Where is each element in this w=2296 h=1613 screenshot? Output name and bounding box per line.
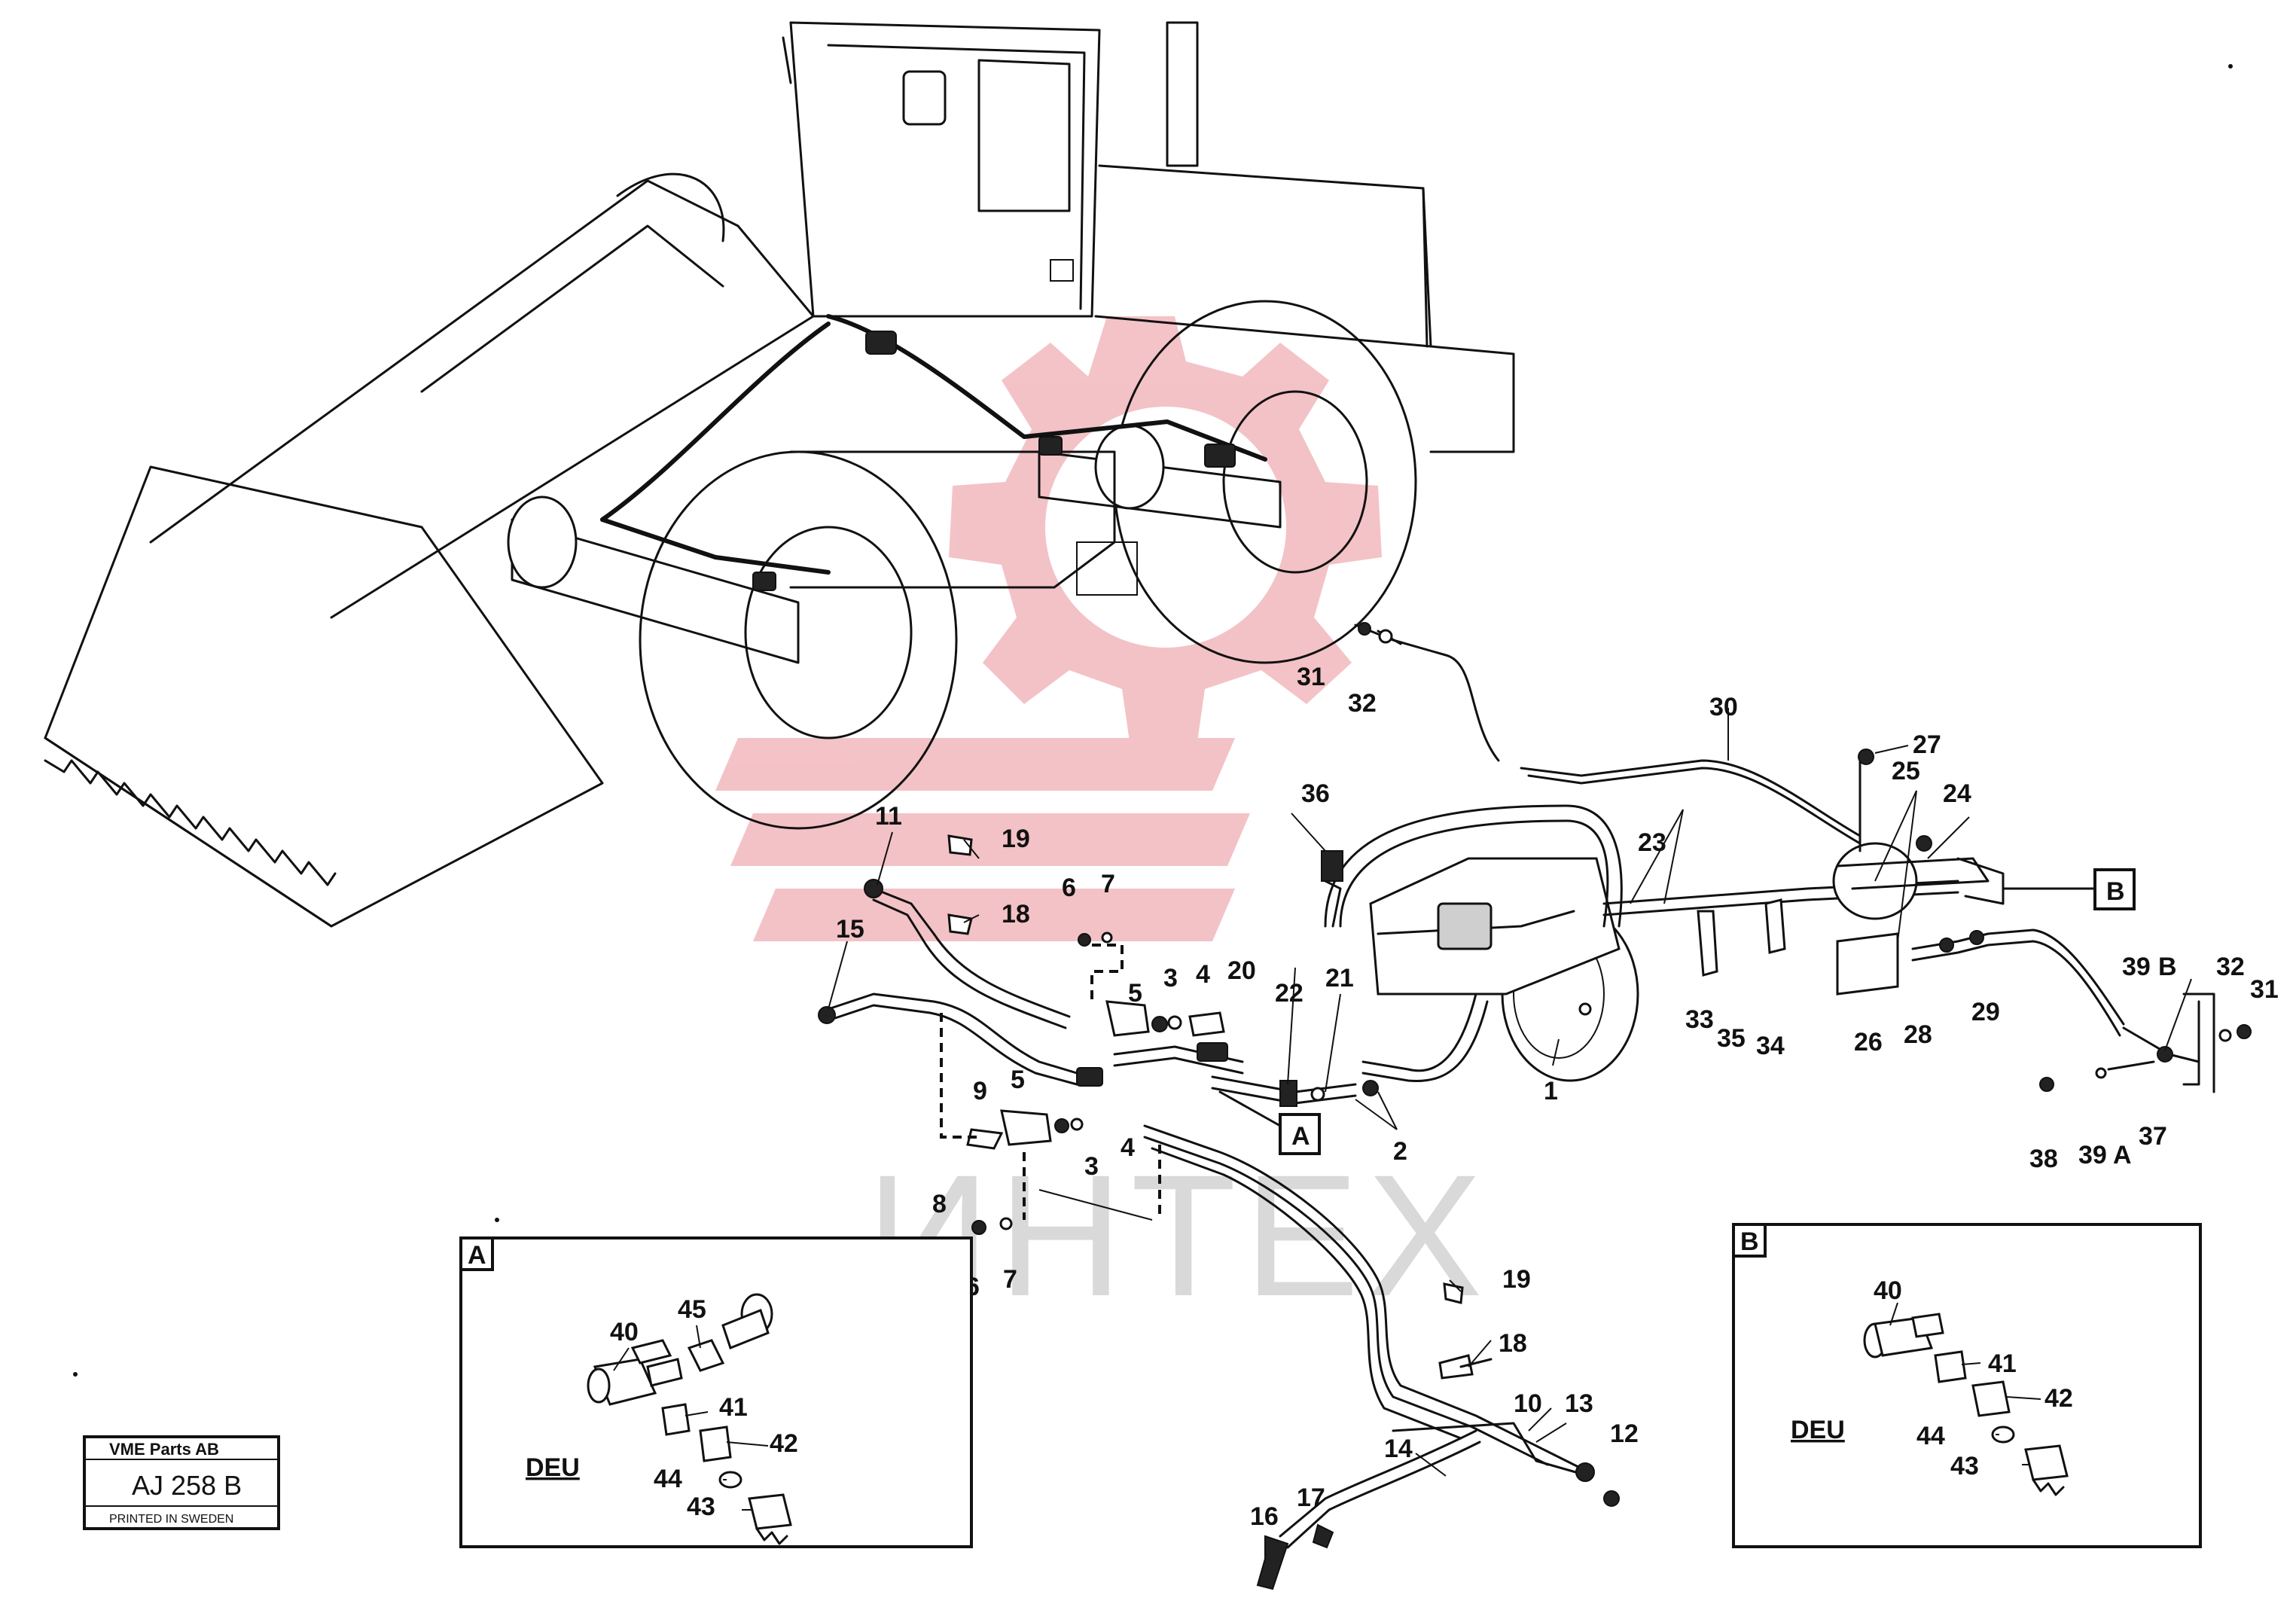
callout-26: 26 (1854, 1028, 1883, 1057)
callout-29: 29 (1971, 998, 2000, 1026)
wheel-loader-illustration (44, 21, 1515, 928)
callout-39-suffix: A (2113, 1141, 2132, 1169)
svg-text:41: 41 (1988, 1349, 2017, 1378)
callout-13: 13 (1565, 1389, 1593, 1418)
detail-view-b: B DEU 40 41 42 44 43 (1732, 1223, 2202, 1548)
callout-3: 3 (1084, 1152, 1099, 1181)
svg-text:B: B (1740, 1227, 1759, 1256)
svg-text:40: 40 (610, 1318, 639, 1346)
svg-text:A: A (1291, 1122, 1310, 1151)
title-block: VME Parts AB AJ 258 B PRINTED IN SWEDEN (83, 1435, 280, 1530)
callout-5: 5 (1128, 979, 1142, 1008)
callout-31: 31 (1297, 663, 1325, 691)
view-ref-a-marker: A (1218, 1090, 1321, 1155)
callout-38: 38 (2029, 1145, 2058, 1173)
callout-24: 24 (1943, 779, 1971, 808)
callout-1: 1 (1544, 1077, 1558, 1105)
title-company: VME Parts AB (109, 1440, 219, 1459)
callout-36: 36 (1301, 779, 1330, 808)
callout-2: 2 (1393, 1137, 1407, 1166)
callout-16: 16 (1250, 1502, 1279, 1531)
callout-17: 17 (1297, 1483, 1325, 1512)
callout-22: 22 (1275, 979, 1304, 1008)
callout-37: 37 (2139, 1122, 2167, 1151)
callout-6: 6 (1062, 874, 1076, 902)
watermark-logo (715, 316, 1382, 941)
callout-4: 4 (1121, 1133, 1135, 1162)
callout-32: 32 (2216, 953, 2245, 981)
callout-11: 11 (875, 802, 902, 831)
callout-27: 27 (1913, 730, 1941, 759)
callout-18: 18 (1499, 1329, 1527, 1358)
callout-9: 9 (973, 1077, 987, 1105)
view-ref-b-marker: B (2002, 868, 2136, 910)
title-drawing-number: AJ 258 B (132, 1470, 242, 1501)
callout-20: 20 (1227, 956, 1256, 985)
svg-text:B: B (2106, 877, 2125, 906)
svg-text:42: 42 (770, 1429, 798, 1458)
callout-35: 35 (1717, 1024, 1746, 1053)
callout-4: 4 (1196, 960, 1210, 989)
callout-25: 25 (1892, 757, 1920, 785)
title-printed: PRINTED IN SWEDEN (109, 1513, 233, 1526)
svg-text:43: 43 (1950, 1452, 1979, 1480)
callout-34: 34 (1756, 1032, 1785, 1060)
detail-view-a: A DEU 40 45 41 42 44 43 (459, 1236, 973, 1548)
callout-5: 5 (1011, 1066, 1025, 1094)
svg-text:42: 42 (2044, 1384, 2073, 1413)
callout-39: 39 (2122, 953, 2151, 981)
svg-text:44: 44 (654, 1465, 682, 1493)
callout-3: 3 (1163, 964, 1178, 992)
leader-lines (828, 708, 2192, 1477)
detail-b-note: DEU (1791, 1416, 1845, 1444)
callout-10: 10 (1514, 1389, 1542, 1418)
callout-39: 39 (2078, 1141, 2107, 1169)
svg-text:41: 41 (719, 1393, 748, 1422)
callout-19: 19 (1502, 1265, 1531, 1294)
callout-numbers: 1 2 3 3 4 4 5 5 6 6 7 7 8 9 10 11 12 13 … (836, 663, 2279, 1531)
brake-line-assembly (818, 622, 2252, 1590)
callout-14: 14 (1384, 1435, 1413, 1463)
callout-7: 7 (1003, 1265, 1017, 1294)
callout-31: 31 (2250, 975, 2279, 1004)
detail-a-note: DEU (526, 1453, 580, 1482)
callout-33: 33 (1685, 1005, 1714, 1034)
callout-39-suffix: B (2158, 953, 2177, 981)
svg-text:44: 44 (1916, 1422, 1945, 1450)
callout-7: 7 (1101, 870, 1115, 898)
callout-19: 19 (1002, 825, 1030, 853)
callout-23: 23 (1638, 828, 1666, 857)
callout-21: 21 (1325, 964, 1354, 992)
svg-text:45: 45 (678, 1295, 706, 1324)
svg-text:43: 43 (687, 1493, 715, 1521)
callout-18: 18 (1002, 900, 1030, 928)
callout-15: 15 (836, 915, 864, 944)
callout-8: 8 (932, 1190, 947, 1218)
callout-30: 30 (1709, 693, 1738, 721)
callout-12: 12 (1610, 1419, 1639, 1448)
callout-28: 28 (1904, 1020, 1932, 1049)
svg-text:40: 40 (1874, 1276, 1902, 1305)
svg-text:A: A (468, 1241, 486, 1270)
callout-32: 32 (1348, 689, 1377, 718)
